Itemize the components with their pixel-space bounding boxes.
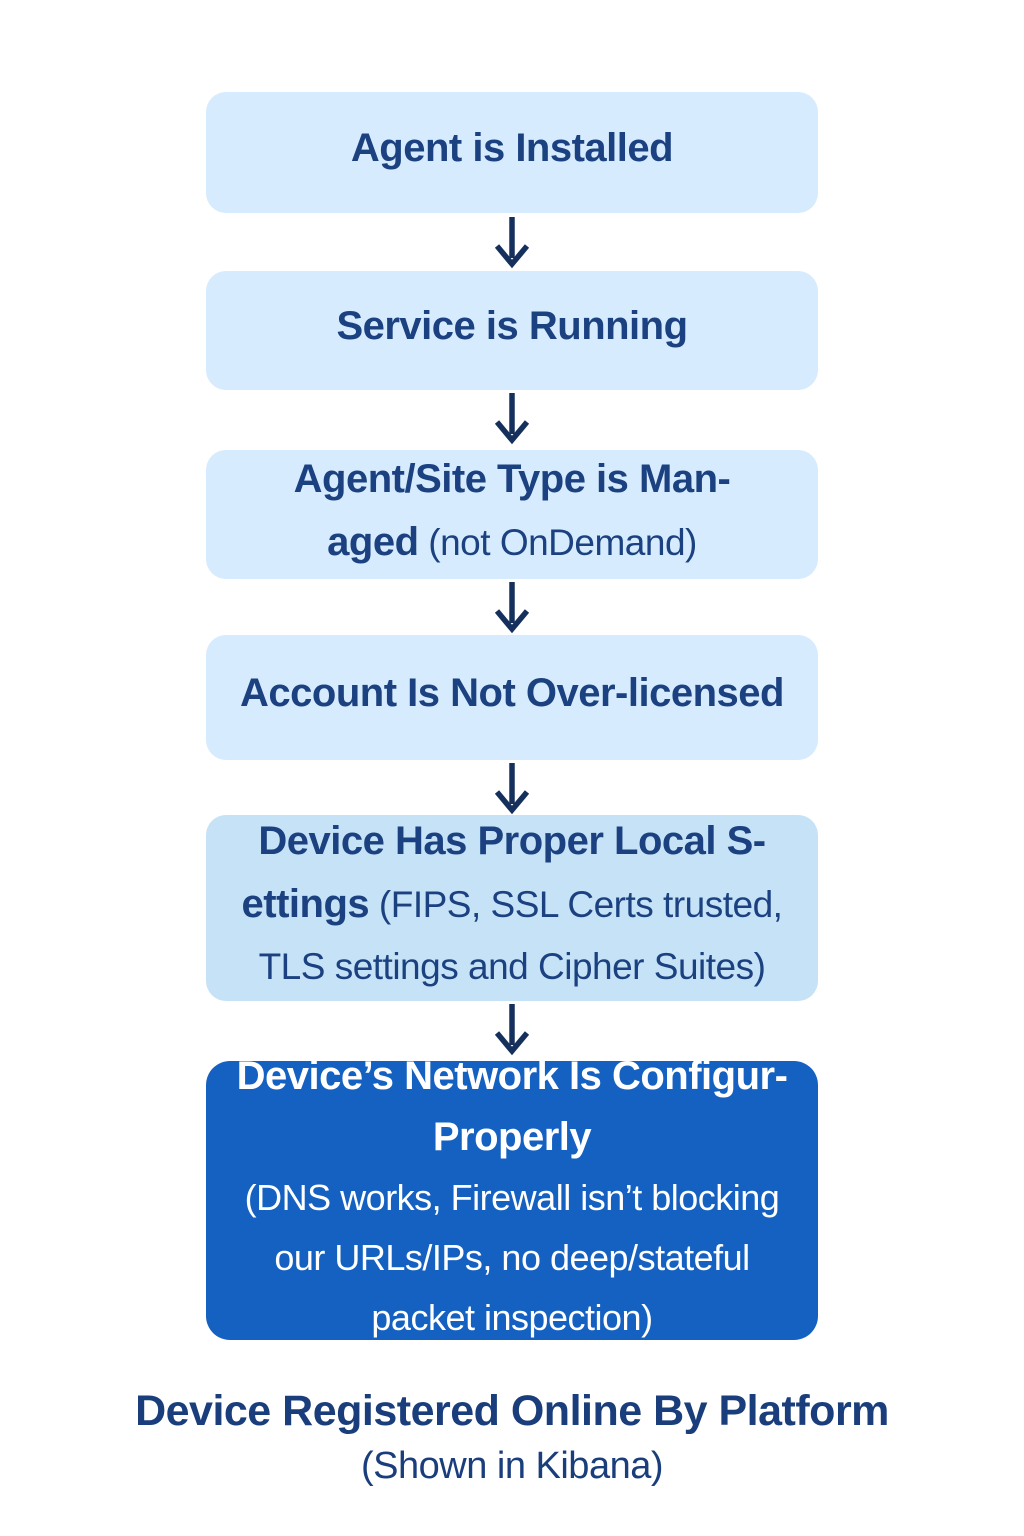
arrow-down-icon (494, 763, 530, 815)
box-title-text: Service is Running (336, 304, 688, 348)
flow-box-account-not-over-licensed: Account Is Not Over-licensed (206, 635, 818, 760)
box-line: packet inspection) (371, 1292, 653, 1352)
box-line: Account Is Not Over-licensed (240, 666, 784, 729)
box-title-text: Agent is Installed (350, 126, 674, 170)
flow-box-device-local-settings: Device Has Proper Local S- ettings (FIPS… (206, 815, 818, 1001)
box-title-text: Properly (432, 1114, 592, 1159)
box-title-text: Account Is Not Over-licensed (240, 671, 784, 715)
box-line: our URLs/IPs, no deep/stateful (274, 1232, 750, 1292)
box-subtitle-text: (DNS works, Firewall isn’t blocking (244, 1176, 780, 1218)
box-title-text: Agent/Site Type is Man- (293, 456, 731, 501)
box-line: Agent/Site Type is Man- (294, 452, 731, 515)
flow-box-service-running: Service is Running (206, 271, 818, 390)
box-title-text: Device Has Proper Local S- (258, 819, 766, 863)
box-subtitle-text: (not OnDemand) (418, 521, 697, 563)
box-line: ettings (FIPS, SSL Certs trusted, (242, 877, 783, 940)
flow-caption: Device Registered Online By Platform (Sh… (0, 1382, 1024, 1492)
box-line: TLS settings and Cipher Suites) (259, 940, 766, 1002)
box-line: Device Has Proper Local S- (258, 814, 766, 877)
box-line: aged (not OnDemand) (327, 515, 697, 578)
arrow-down-icon (494, 393, 530, 445)
box-subtitle-text: TLS settings and Cipher Suites) (258, 946, 766, 987)
box-line: Agent is Installed (350, 121, 674, 184)
arrow-down-icon (494, 217, 530, 269)
arrow-down-icon (494, 582, 530, 634)
box-line: Service is Running (336, 299, 688, 362)
flow-box-device-network-configured: Device’s Network Is Configur- Properly (… (206, 1054, 818, 1340)
arrow-down-icon (494, 1004, 530, 1056)
box-title-text: aged (327, 519, 419, 564)
box-title-text: ettings (241, 882, 370, 926)
box-subtitle-text: (FIPS, SSL Certs trusted, (369, 884, 783, 925)
box-line: Properly (432, 1111, 592, 1172)
box-title-text: Device’s Network Is Configur- (236, 1053, 788, 1098)
flow-box-agent-installed: Agent is Installed (206, 92, 818, 213)
box-subtitle-text: packet inspection) (371, 1296, 653, 1338)
caption-title: Device Registered Online By Platform (135, 1387, 889, 1435)
box-line: (DNS works, Firewall isn’t blocking (245, 1172, 780, 1232)
flow-box-agent-site-type-managed: Agent/Site Type is Man- aged (not OnDema… (206, 450, 818, 579)
caption-subtitle: (Shown in Kibana) (360, 1445, 664, 1487)
box-line: Device’s Network Is Configur- (237, 1050, 788, 1111)
box-subtitle-text: our URLs/IPs, no deep/stateful (274, 1236, 750, 1278)
